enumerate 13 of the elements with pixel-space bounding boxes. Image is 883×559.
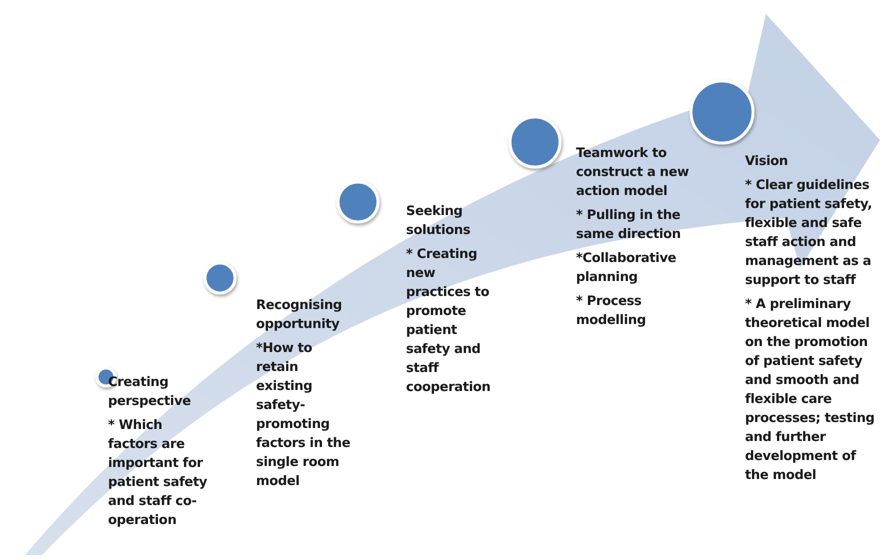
stage-bullet: * Clear guidelines for patient safety, flexible and safe staff action and management as a support to staff [745, 177, 873, 290]
stage-bullet: *Collaborative planning [576, 250, 678, 287]
stage-bullet: * Creating new practices to promote patient safety and staff cooperation [406, 246, 492, 397]
stage-heading: Teamwork to construct a new action model [576, 145, 690, 201]
stage-heading: Vision [745, 153, 789, 171]
stage-heading: Creating perspective [108, 374, 192, 411]
stage-bullet: * Which factors are important for patient safety and staff co-operation [108, 417, 208, 530]
stage-heading: Recognising opportunity [256, 297, 343, 334]
stage-bullet: * A preliminary theoretical model on the promotion of patient safety and smooth and flexible care processes; testing and further development of the model [745, 296, 876, 485]
stage-bullet: * Process modelling [576, 293, 647, 330]
stage-heading: Seeking solutions [406, 203, 472, 240]
stage-bullet: * Pulling in the same direction [576, 207, 682, 244]
stage-bullet: *How to retain existing safety-promoting factors in the single room model [256, 340, 352, 491]
